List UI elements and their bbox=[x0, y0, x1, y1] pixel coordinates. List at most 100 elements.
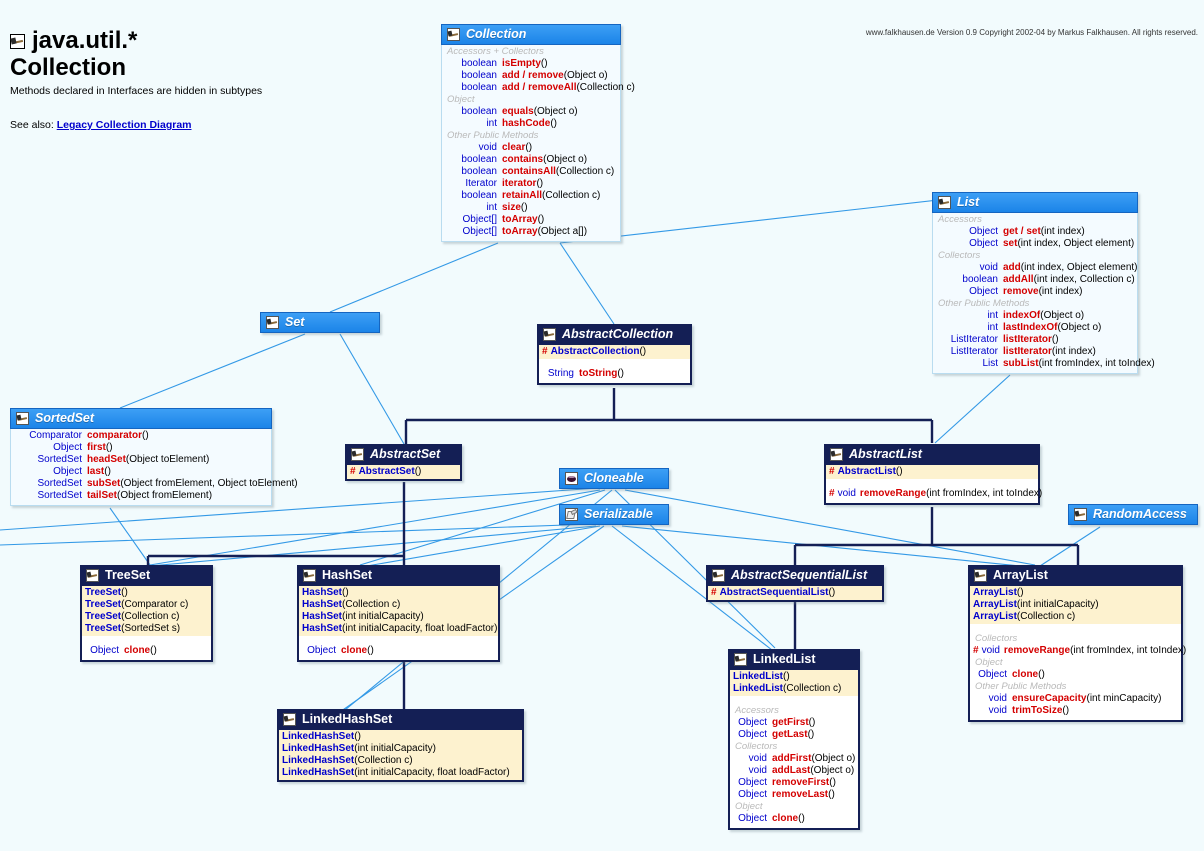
legacy-collection-diagram-link[interactable]: Legacy Collection Diagram bbox=[56, 119, 192, 131]
page-title-line1: java.util.* bbox=[10, 28, 340, 54]
class-header-serializable: Serializable bbox=[559, 504, 669, 525]
constructor-row: ArrayList () bbox=[973, 587, 1024, 598]
class-constructors-hashset: HashSet () HashSet (Collection c) HashSe… bbox=[297, 586, 500, 636]
constructor-row: LinkedHashSet (int initialCapacity) bbox=[282, 743, 436, 754]
group-label: Collectors bbox=[938, 250, 981, 261]
class-constructors-linkedlist: LinkedList () LinkedList (Collection c) bbox=[728, 670, 860, 696]
class-box-abstractcollection[interactable]: AbstractCollection #AbstractCollection (… bbox=[537, 324, 692, 385]
class-header-linkedhashset: LinkedHashSet bbox=[277, 709, 524, 730]
hammer-icon bbox=[266, 315, 279, 329]
class-box-cloneable[interactable]: Cloneable bbox=[559, 468, 669, 489]
class-name: TreeSet bbox=[105, 568, 151, 582]
hammer-icon bbox=[734, 652, 747, 666]
group-label: Object bbox=[447, 94, 475, 105]
hammer-icon bbox=[303, 568, 316, 582]
cloneable-icon bbox=[565, 471, 578, 485]
class-header-list: List bbox=[932, 192, 1138, 213]
class-header-randomaccess: RandomAccess bbox=[1068, 504, 1198, 525]
member-row: Object[]toArray (Object a[]) bbox=[462, 226, 588, 237]
constructor-row: HashSet () bbox=[302, 587, 349, 598]
class-name: Set bbox=[285, 315, 305, 329]
hammer-icon bbox=[447, 27, 460, 41]
hammer-icon bbox=[1074, 507, 1087, 521]
class-constructors-arraylist: ArrayList () ArrayList (int initialCapac… bbox=[968, 586, 1183, 624]
class-header-cloneable: Cloneable bbox=[559, 468, 669, 489]
group-label: Collectors bbox=[735, 741, 778, 752]
constructor-row: #AbstractList () bbox=[829, 466, 903, 477]
group-label: Other Public Methods bbox=[447, 130, 539, 141]
class-header-linkedlist: LinkedList bbox=[728, 649, 860, 670]
class-constructors-abstractcollection: #AbstractCollection () bbox=[537, 345, 692, 359]
class-name: List bbox=[957, 195, 980, 209]
package-name: java.util.* bbox=[32, 27, 138, 54]
constructor-row: #AbstractCollection () bbox=[542, 346, 647, 357]
class-name: AbstractList bbox=[849, 447, 922, 461]
class-box-linkedlist[interactable]: LinkedList LinkedList () LinkedList (Col… bbox=[728, 649, 860, 830]
class-name: ArrayList bbox=[993, 568, 1048, 582]
group-label: Other Public Methods bbox=[938, 298, 1030, 309]
group-label: Object bbox=[735, 801, 763, 812]
group-label: Other Public Methods bbox=[975, 681, 1067, 692]
group-label: Accessors + Collectors bbox=[447, 46, 544, 57]
class-box-set[interactable]: Set bbox=[260, 312, 380, 333]
class-box-linkedhashset[interactable]: LinkedHashSet LinkedHashSet () LinkedHas… bbox=[277, 709, 524, 782]
class-box-randomaccess[interactable]: RandomAccess bbox=[1068, 504, 1198, 525]
class-box-treeset[interactable]: TreeSet TreeSet () TreeSet (Comparator c… bbox=[80, 565, 213, 662]
class-name: LinkedHashSet bbox=[302, 712, 393, 726]
class-name: SortedSet bbox=[35, 411, 95, 425]
page-header: java.util.* Collection Methods declared … bbox=[10, 28, 340, 131]
constructor-row: TreeSet (Collection c) bbox=[85, 611, 180, 622]
class-box-abstractsequentiallist[interactable]: AbstractSequentialList #AbstractSequenti… bbox=[706, 565, 884, 602]
hammer-icon bbox=[351, 447, 364, 461]
class-name: HashSet bbox=[322, 568, 373, 582]
class-constructors-linkedhashset: LinkedHashSet () LinkedHashSet (int init… bbox=[277, 730, 524, 782]
class-constructors-abstractsequentiallist: #AbstractSequentialList () bbox=[706, 586, 884, 602]
class-name: Serializable bbox=[584, 507, 653, 521]
class-name: AbstractSet bbox=[370, 447, 441, 461]
hammer-icon bbox=[16, 411, 29, 425]
class-box-abstractset[interactable]: AbstractSet #AbstractSet () bbox=[345, 444, 462, 481]
class-box-collection[interactable]: Collection Accessors + Collectors boolea… bbox=[441, 24, 635, 242]
hammer-icon bbox=[283, 712, 296, 726]
class-name: RandomAccess bbox=[1093, 507, 1187, 521]
class-box-serializable[interactable]: Serializable bbox=[559, 504, 669, 525]
member-row: Object[]toArray () bbox=[462, 214, 545, 225]
constructor-row: #AbstractSequentialList () bbox=[711, 587, 836, 598]
class-box-arraylist[interactable]: ArrayList ArrayList () ArrayList (int in… bbox=[968, 565, 1186, 722]
constructor-row: ArrayList (Collection c) bbox=[973, 611, 1076, 622]
constructor-row: HashSet (int initialCapacity, float load… bbox=[302, 623, 498, 634]
class-box-hashset[interactable]: HashSet HashSet () HashSet (Collection c… bbox=[297, 565, 500, 662]
